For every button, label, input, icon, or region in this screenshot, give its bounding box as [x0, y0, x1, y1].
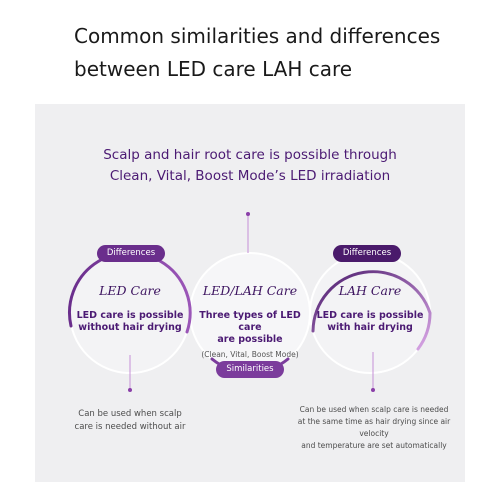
page-title-line-2: between LED care LAH care — [74, 57, 353, 81]
lah-care-title: LAH Care — [338, 283, 402, 298]
led-care-title: LED Care — [99, 283, 161, 298]
led-lah-care-text: LED/LAH Care Three types of LED care are… — [190, 283, 310, 360]
badge-similarities: Similarities — [216, 361, 284, 378]
led-lah-care-body-2: are possible — [217, 334, 283, 345]
caption-lah-care-line-3: and temperature are set automatically — [301, 441, 447, 450]
badge-differences-right: Differences — [333, 245, 401, 262]
led-care-body-1: LED care is possible — [76, 310, 184, 321]
page-title: Common similarities and differences betw… — [74, 20, 474, 86]
lah-care-body-1: LED care is possible — [316, 310, 424, 321]
caption-lah-care: Can be used when scalp care is needed at… — [282, 404, 466, 452]
caption-led-care-line-1: Can be used when scalp — [78, 409, 182, 419]
tagline-line-2: Clean, Vital, Boost Mode’s LED irradiati… — [109, 168, 391, 184]
led-lah-care-body-1: Three types of LED care — [199, 310, 301, 333]
caption-led-care-line-2: care is needed without air — [74, 422, 186, 432]
led-lah-care-note: (Clean, Vital, Boost Mode) — [201, 350, 299, 359]
led-care-body-2: without hair drying — [78, 322, 182, 333]
connector-right-dot — [371, 388, 375, 392]
caption-lah-care-line-2: at the same time as hair drying since ai… — [297, 417, 451, 438]
page-title-line-1: Common similarities and differences — [74, 24, 441, 48]
badge-differences-left: Differences — [97, 245, 165, 262]
lah-care-text: LAH Care LED care is possible with hair … — [310, 283, 430, 334]
tagline-line-1: Scalp and hair root care is possible thr… — [103, 147, 397, 163]
arc-right — [311, 270, 432, 351]
caption-led-care: Can be used when scalp care is needed wi… — [60, 408, 200, 434]
tagline: Scalp and hair root care is possible thr… — [0, 145, 500, 187]
caption-lah-care-line-1: Can be used when scalp care is needed — [299, 405, 449, 414]
led-care-text: LED Care LED care is possible without ha… — [70, 283, 190, 334]
connector-left-dot — [128, 388, 132, 392]
led-lah-care-title: LED/LAH Care — [202, 283, 298, 298]
connector-top-dot — [246, 212, 250, 216]
lah-care-body-2: with hair drying — [327, 322, 413, 333]
